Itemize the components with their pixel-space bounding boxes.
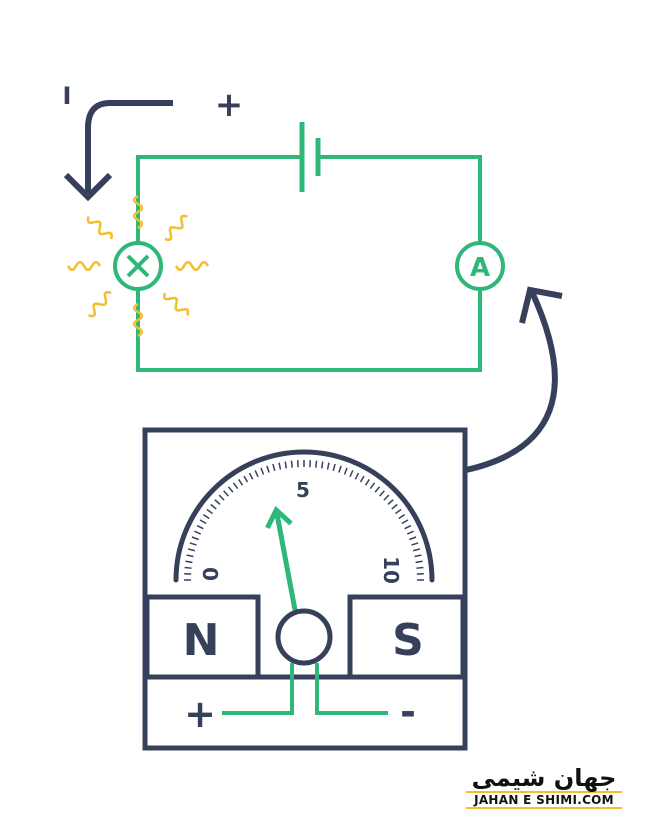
coil-wire-left — [222, 663, 294, 715]
gauge-tick — [398, 514, 406, 520]
gauge-tick — [199, 519, 207, 525]
gauge-tick — [359, 475, 365, 483]
glow-ray — [132, 302, 144, 338]
gauge-tick — [401, 519, 409, 525]
terminal-minus: - — [400, 690, 416, 734]
gauge-tick — [315, 460, 318, 468]
gauge-arc — [173, 449, 435, 583]
logo-persian: جهان شیمی — [471, 764, 617, 792]
gauge-tick — [364, 478, 370, 486]
gauge-tick — [320, 461, 324, 469]
battery-plus-sign: + — [215, 85, 244, 125]
gauge-tick — [369, 482, 376, 490]
magnet-south-label: S — [392, 615, 424, 666]
gauge-tick — [191, 536, 199, 541]
gauge-ticks — [184, 460, 424, 581]
gauge-tick — [266, 465, 270, 473]
brand-logo: جهان شیمی JAHAN E SHIMI.COM — [466, 765, 622, 809]
gauge-tick — [189, 542, 197, 546]
gauge-tick — [404, 524, 412, 530]
ammeter-label: A — [470, 253, 490, 283]
glow-ray — [66, 260, 102, 272]
gauge-tick — [379, 490, 385, 497]
lamp-cross — [126, 254, 150, 278]
ammeter-icon — [455, 241, 505, 291]
gauge-tick — [284, 461, 288, 469]
current-arrow — [63, 100, 173, 202]
gauge-tick — [184, 566, 192, 569]
magnet-north — [144, 594, 261, 680]
gauge-tick — [374, 486, 381, 493]
gauge-label-0: 0 — [199, 567, 223, 581]
gauge-tick — [414, 554, 422, 558]
gauge-tick — [406, 530, 414, 535]
gauge-label-10: 10 — [379, 556, 403, 584]
gauge-tick — [272, 463, 276, 472]
glow-ray — [174, 260, 210, 272]
gauge-tick — [326, 462, 330, 470]
gauge-tick — [214, 499, 221, 505]
terminal-plus: + — [184, 692, 216, 736]
gauge-tick — [416, 566, 424, 569]
gauge-tick — [196, 524, 204, 530]
gauge-tick — [391, 503, 398, 510]
gauge-tick — [254, 470, 259, 478]
gauge-tick — [206, 508, 214, 515]
gauge-tick — [332, 463, 336, 472]
gauge-tick — [238, 478, 244, 486]
current-label: I — [63, 82, 72, 110]
connection-arrow — [465, 286, 563, 473]
gauge-tick — [202, 514, 210, 520]
gauge-tick — [218, 494, 225, 501]
gauge-tick — [290, 460, 293, 468]
gauge-tick — [248, 472, 254, 480]
gauge-tick — [187, 548, 196, 552]
glow-ray — [132, 194, 144, 230]
gauge-tick — [210, 503, 217, 510]
gauge-tick — [278, 462, 282, 470]
gauge-tick — [349, 470, 354, 478]
coil-pivot — [275, 608, 333, 666]
circuit-wire — [136, 155, 482, 372]
glow-ray — [164, 214, 188, 241]
gauge-label-5: 5 — [296, 478, 310, 502]
logo-latin: JAHAN E SHIMI.COM — [466, 791, 622, 809]
gauge-tick — [243, 475, 249, 483]
galvanometer-box — [142, 427, 468, 751]
gauge-tick — [223, 490, 229, 497]
gauge-tick — [232, 482, 239, 490]
gauge-tick — [415, 560, 423, 564]
gauge-tick — [338, 465, 342, 473]
gauge-tick — [343, 467, 348, 475]
gauge-tick — [194, 530, 202, 535]
gauge-tick — [185, 560, 193, 564]
lamp-glow-rays — [66, 194, 210, 338]
coil-wire-right — [315, 663, 388, 715]
gauge-tick — [411, 542, 419, 546]
gauge-tick — [412, 548, 421, 552]
gauge-tick — [387, 499, 394, 505]
glow-ray — [88, 291, 112, 318]
gauge-tick — [383, 494, 390, 501]
magnet-north-label: N — [183, 615, 220, 666]
gauge-tick — [394, 508, 402, 515]
gauge-needle — [265, 505, 298, 611]
glow-ray — [163, 292, 190, 316]
glow-ray — [86, 216, 113, 240]
gauge-tick — [186, 554, 194, 558]
gauge-tick — [409, 536, 417, 541]
gauge-tick — [354, 472, 360, 480]
gauge-tick — [260, 467, 265, 475]
gauge-tick — [227, 486, 234, 493]
magnet-south — [347, 594, 466, 680]
